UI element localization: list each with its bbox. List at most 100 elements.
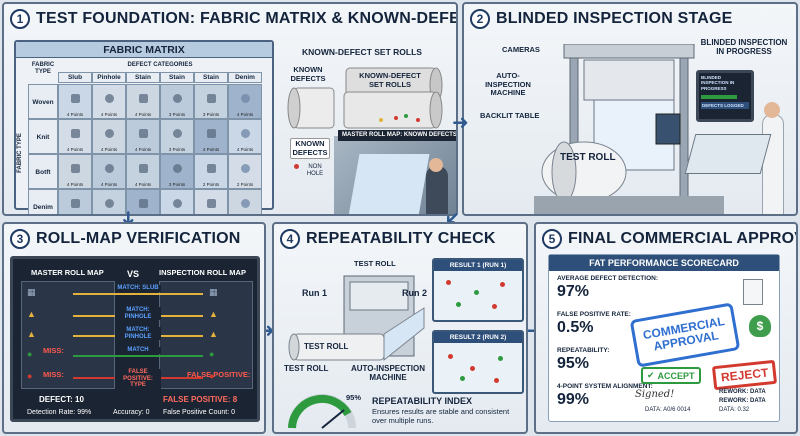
gauge-value: 95% (346, 393, 362, 402)
column-header: Stain (194, 72, 228, 83)
verification-monitor: MASTER ROLL MAP VS INSPECTION ROLL MAP M… (10, 256, 260, 422)
defect-swatch-icon (241, 199, 250, 208)
blinded-status-label: BLINDED INSPECTION IN PROGRESS (700, 38, 788, 57)
matrix-cell: 2 Points (228, 189, 262, 214)
known-defects-label-1: KNOWN DEFECTS (290, 65, 326, 83)
test-roll-label: TEST ROLL (560, 152, 616, 163)
accuracy: Accuracy: 0 (113, 409, 150, 416)
defect-swatch-icon (173, 94, 182, 103)
defect-points: 4 Points (134, 147, 152, 152)
defect-swatch-icon (139, 94, 148, 103)
status-progress-bar (701, 95, 738, 100)
fat-scorecard: FAT PERFORMANCE SCORECARD AVERAGE DEFECT… (548, 254, 780, 422)
defect-marker-icon: ● (27, 349, 33, 359)
scorecard-title: FAT PERFORMANCE SCORECARD (549, 255, 779, 271)
worker-figure (426, 166, 448, 214)
defect-marker-icon: ● (27, 371, 33, 381)
inspection-roll-map-heading: INSPECTION ROLL MAP (159, 268, 246, 277)
false-positive-count: FALSE POSITIVE: 8 (163, 395, 238, 404)
defect-marker-icon: ▲ (27, 309, 36, 319)
status-monitor-line-1: BLINDED INSPECTION IN PROGRESS (701, 75, 735, 91)
defect-points: 2 Points (202, 182, 220, 187)
match-label: MATCH: PINHOLE (115, 327, 161, 341)
roll-body-label: TEST ROLL (304, 342, 349, 351)
metric-label: FALSE POSITIVE RATE: (557, 311, 631, 318)
defect-swatch-icon (173, 129, 182, 138)
matrix-cell: 4 Points (126, 154, 160, 189)
row-header: Botft (28, 154, 58, 189)
auto-inspection-label: AUTO- INSPECTION MACHINE (485, 71, 531, 98)
defect-points: 4 Points (100, 147, 118, 152)
master-roll-map-label: MASTER ROLL MAP: KNOWN DEFECTS (338, 130, 456, 141)
defect-marker-icon: ▲ (27, 329, 36, 339)
defect-swatch-icon (105, 164, 114, 173)
reject-badge: REJECT (711, 359, 778, 391)
matrix-cell: 3 Points (160, 84, 194, 119)
inspector-figure (762, 114, 784, 214)
match-label: MATCH: PINHOLE (115, 307, 161, 321)
inspector-head (764, 102, 780, 118)
matrix-cell: 4 Points (92, 119, 126, 154)
defect-categories-header: DEFECT CATEGORIES (127, 62, 193, 68)
panel-final-approval: 5 FINAL COMMERCIAL APPROVAL FAT PERFORMA… (534, 222, 798, 434)
column-header: Stain (126, 72, 160, 83)
defect-swatch-icon (173, 164, 182, 173)
detection-rate: Detection Rate: 99% (27, 409, 92, 416)
vs-label: VS (127, 269, 140, 279)
inspection-marker-icon: ● (209, 349, 215, 359)
result-dot (474, 290, 479, 295)
step-number-1: 1 (10, 9, 30, 29)
matrix-cell: 4 Points (126, 119, 160, 154)
repeatability-gauge (288, 394, 356, 429)
matrix-cell: 3 Points (160, 154, 194, 189)
defect-swatch-icon (241, 129, 250, 138)
false-positive-label: FALSE POSITIVE: (187, 370, 251, 379)
machine-label: AUTO-INSPECTION MACHINE (350, 364, 426, 383)
document-icon (743, 279, 763, 305)
rework-line-1: REWORK: DATA (719, 389, 766, 395)
defect-swatch-icon (241, 164, 250, 173)
panel-blinded-inspection: 2 BLINDED INSPECTION STAGE CAMERAS AUTO-… (462, 2, 798, 216)
worker-head (429, 158, 443, 172)
non-hole-marker-icon (294, 164, 299, 169)
row-header: Knit (28, 119, 58, 154)
known-defect-set-roll-label: KNOWN-DEFECT SET ROLLS (359, 71, 421, 89)
panel-1-title: TEST FOUNDATION: FABRIC MATRIX & KNOWN-D… (36, 10, 456, 27)
known-defects-label-2: KNOWN DEFECTS (290, 138, 330, 160)
matrix-cell: 4 Points (92, 154, 126, 189)
panel-5-title: FINAL COMMERCIAL APPROVAL (568, 230, 796, 247)
defect-swatch-icon (71, 199, 80, 208)
reject-label: REJECT (720, 365, 769, 385)
matrix-cell: 4 Points (228, 84, 262, 119)
row-header: Woven (28, 84, 58, 119)
accept-badge: ✔ ACCEPT (641, 367, 701, 384)
matrix-cell: 3 Points (92, 189, 126, 214)
defect-points: 4 Points (66, 112, 84, 117)
matrix-cell: 2 Points (228, 154, 262, 189)
result-dot (470, 366, 475, 371)
column-header: Slub (58, 72, 92, 83)
result-dot (446, 280, 451, 285)
rolls-title: KNOWN-DEFECT SET ROLLS (302, 47, 422, 57)
defect-swatch-icon (207, 199, 216, 208)
result-dot (448, 354, 453, 359)
metric-value: 0.5% (557, 319, 594, 336)
fabric-matrix-title: FABRIC MATRIX (16, 42, 272, 58)
matrix-cell: 4 Points (58, 84, 92, 119)
defect-points: 4 Points (134, 112, 152, 117)
repeatability-index-desc: Ensures results are stable and consisten… (372, 407, 510, 425)
test-roll-bottom-label: TEST ROLL (284, 364, 329, 373)
step-number-4: 4 (280, 229, 300, 249)
approval-stamp-text: COMMERCIAL APPROVAL (641, 314, 726, 354)
matrix-cell: 4 Points (228, 119, 262, 154)
metric-label: AVERAGE DEFECT DETECTION: (557, 275, 658, 282)
repeatability-machine-illustration (288, 275, 425, 362)
defect-swatch-icon (207, 129, 216, 138)
metric-label: REPEATABILITY: (557, 347, 610, 354)
metric-label: 4-POINT SYSTEM ALIGNMENT: (557, 383, 653, 390)
defect-swatch-icon (71, 129, 80, 138)
miss-label-2: MISS: (43, 370, 64, 379)
matrix-cell: 3 Points (160, 189, 194, 214)
